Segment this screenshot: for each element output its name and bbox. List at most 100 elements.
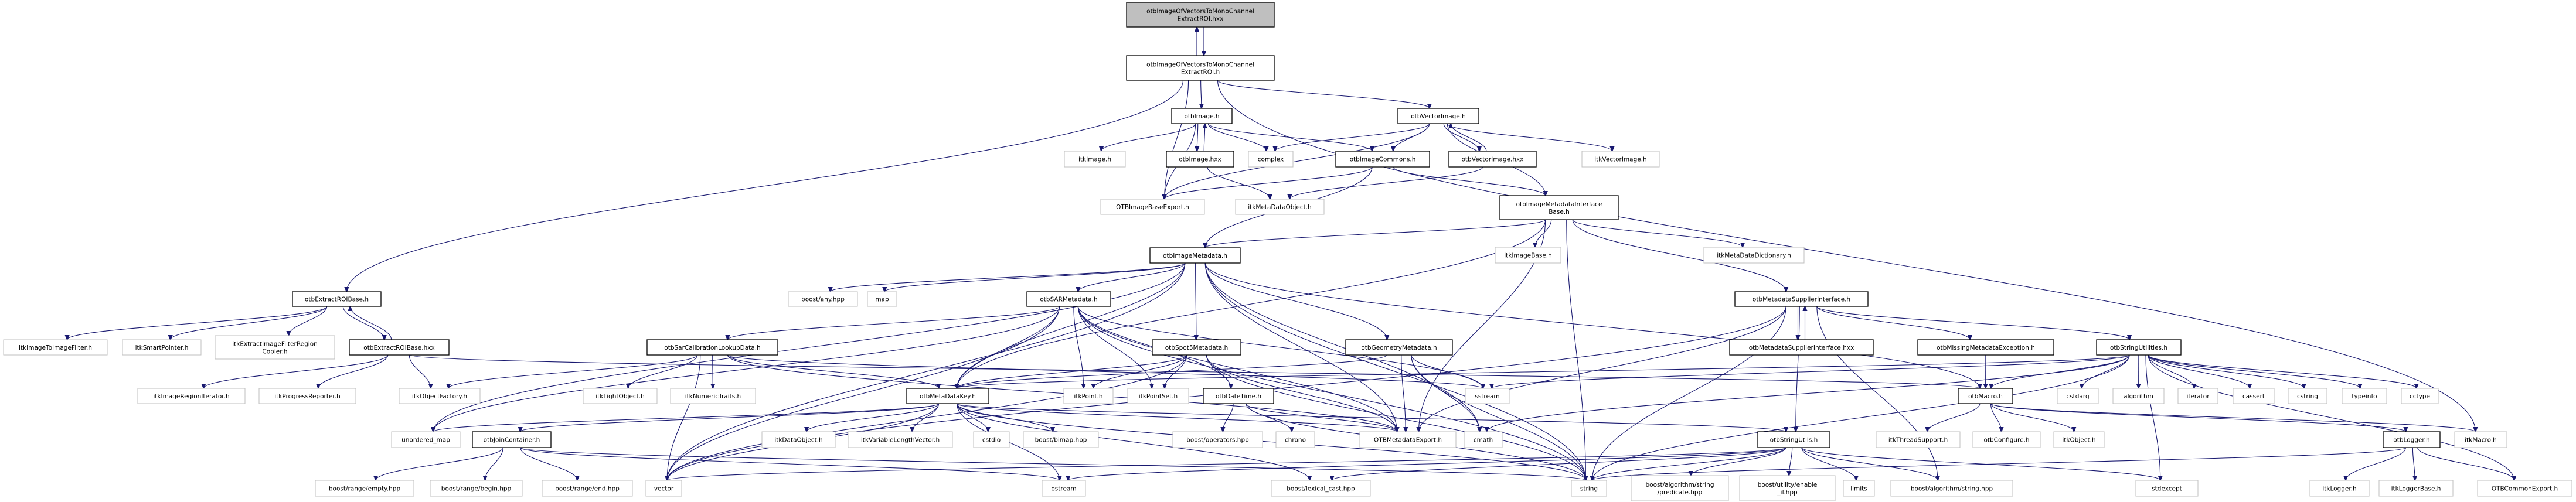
- node-label: otbMetaDataKey.h: [920, 393, 976, 400]
- edge-otbmacro-h-to-otbconfigure-h: [1990, 403, 2002, 432]
- edge-otbextractroibase-h-to-itksmartpointer-h: [171, 306, 328, 340]
- graph-node-root[interactable]: otbImageOfVectorsToMonoChannelExtractROI…: [1126, 2, 1275, 28]
- graph-node-otbgeometrymetadata-h[interactable]: otbGeometryMetadata.h: [1345, 339, 1453, 356]
- edge-otbimage-h-to-itkimage-h: [1101, 123, 1196, 151]
- graph-node-itkmetadatadictionary-h: itkMetaDataDictionary.h: [1703, 247, 1805, 264]
- node-box: [1335, 151, 1430, 168]
- edge-otbmetadatasupplierinterface-h-to-string: [1592, 306, 1786, 480]
- node-box: [1734, 291, 1869, 307]
- edge-otbsarcalibrationlookupdata-h-to-otbmetadatakey-h: [727, 354, 938, 388]
- edge-otbextractroibase-hxx-to-itkprogressreporter-h: [318, 354, 389, 388]
- edge-otbsarmetadata-h-to-unordered-map: [433, 306, 1060, 432]
- graph-node-limits: limits: [1843, 480, 1875, 497]
- edge-otbstringutilities-h-to-sstream: [1492, 354, 2130, 388]
- node-label: ExtractROI.hxx: [1178, 16, 1224, 23]
- edge-otbimagemetadata-h-to-string: [1204, 262, 1585, 480]
- edge-otbmetadatakey-h-to-itkdataobject-h: [807, 403, 940, 432]
- edge-otbstringutilities-h-to-cctype: [2148, 354, 2417, 388]
- node-label: /predicate.hpp: [1658, 489, 1703, 496]
- graph-node-otbmetadatakey-h[interactable]: otbMetaDataKey.h: [906, 388, 989, 404]
- graph-node-otbvectorimage-hxx[interactable]: otbVectorImage.hxx: [1448, 151, 1537, 168]
- edge-otbstringutilities-h-to-otbcommonexport-h: [2148, 354, 2514, 480]
- node-box: [973, 431, 1010, 448]
- graph-node-cstring: cstring: [2288, 388, 2327, 404]
- node-box: [1465, 388, 1510, 404]
- graph-node-otbjoincontainer-h[interactable]: otbJoinContainer.h: [472, 431, 552, 448]
- edge-otbstringutilities-h-to-otbmacro-h: [1991, 354, 2130, 388]
- graph-node-otbconfigure-h: otbConfigure.h: [1972, 431, 2041, 448]
- node-label: boost/any.hpp: [801, 296, 845, 303]
- graph-node-otbvectorimage-h[interactable]: otbVectorImage.h: [1397, 108, 1479, 124]
- node-label: itkVariableLengthVector.h: [861, 437, 940, 444]
- node-label: ostream: [1051, 486, 1076, 493]
- graph-node-otbextractroibase-hxx[interactable]: otbExtractROIBase.hxx: [349, 339, 450, 356]
- graph-node-otbimagemetadata-h[interactable]: otbImageMetadata.h: [1149, 247, 1241, 264]
- graph-node-otbmetadatasupplierinterface-h[interactable]: otbMetadataSupplierInterface.h: [1734, 291, 1869, 307]
- edge-otblogger-h-to-itkloggerbase-h: [2412, 447, 2415, 480]
- edge-otbstringutilities-h-to-cassert: [2148, 354, 2250, 388]
- graph-node-otbimage-hxx[interactable]: otbImage.hxx: [1166, 151, 1234, 168]
- node-box: [122, 339, 202, 356]
- node-box: [430, 480, 523, 497]
- edge-otbextractroibase-h-to-itkextractimagefilterregioncopier-h: [289, 306, 328, 336]
- graph-node-otbsarmetadata-h[interactable]: otbSARMetadata.h: [1026, 291, 1111, 307]
- node-box: [1729, 339, 1874, 356]
- graph-node-roi-h[interactable]: otbImageOfVectorsToMonoChannelExtractROI…: [1126, 55, 1275, 81]
- graph-node-itklightobject-h: itkLightObject.h: [583, 388, 658, 404]
- graph-node-otbstringutilities-h[interactable]: otbStringUtilities.h: [2096, 339, 2182, 356]
- edge-otbstringutils-h-to-ostream: [1068, 447, 1786, 480]
- graph-node-otbstringutils-h[interactable]: otbStringUtils.h: [1757, 431, 1830, 448]
- node-label: otbConfigure.h: [1983, 437, 2029, 444]
- edge-otbgeometrymetadata-h-to-otbmetadataexport-h: [1401, 354, 1406, 432]
- graph-node-itkvariablelengthvector-h: itkVariableLengthVector.h: [848, 431, 953, 448]
- node-label: stdexcept: [2152, 486, 2182, 493]
- node-box: [1172, 431, 1263, 448]
- node-box: [646, 339, 778, 356]
- edge-otbsarmetadata-h-to-otbmetadatakey-h: [957, 306, 1060, 388]
- edge-otbextractroibase-h-to-otbextractroibase-hxx: [342, 306, 384, 340]
- edge-otbjoincontainer-h-to-boost-range-empty: [376, 447, 503, 480]
- graph-node-otbmetadatasupplierinterface-hxx[interactable]: otbMetadataSupplierInterface.hxx: [1729, 339, 1874, 356]
- graph-node-otbimagecommons-h[interactable]: otbImageCommons.h: [1335, 151, 1430, 168]
- graph-node-otbmissingmetadataexception-h[interactable]: otbMissingMetadataException.h: [1917, 339, 2054, 356]
- graph-node-otbmacro-h[interactable]: otbMacro.h: [1958, 388, 2013, 404]
- node-label: boost/lexical_cast.hpp: [1287, 486, 1355, 493]
- edge-otbsarmetadata-h-to-otbsarcalibrationlookupdata-h: [727, 306, 1060, 340]
- edge-otbstringutilities-h-to-cmath: [1487, 354, 2130, 432]
- node-box: [1126, 55, 1275, 81]
- graph-node-boost-any: boost/any.hpp: [788, 291, 858, 307]
- edge-otbmetadatakey-h-to-unordered-map: [433, 403, 940, 432]
- node-box: [867, 291, 897, 307]
- node-box: [1127, 388, 1189, 404]
- edge-otbdatetime-h-to-boost-operators: [1223, 403, 1234, 432]
- edge-otbstringutilities-h-to-string: [1592, 354, 2130, 480]
- node-box: [1843, 480, 1875, 497]
- node-box: [1464, 431, 1503, 448]
- edge-otbmetadatakey-h-to-boost-bimap: [956, 403, 1053, 432]
- graph-node-itkobjectfactory-h: itkObjectFactory.h: [399, 388, 481, 404]
- node-label: Copier.h: [262, 349, 287, 356]
- node-label: otbImageMetadata.h: [1163, 252, 1227, 259]
- graph-node-itknumerictraits-h: itkNumericTraits.h: [670, 388, 756, 404]
- graph-node-cctype: cctype: [2401, 388, 2439, 404]
- graph-node-itkpoint-h: itkPoint.h: [1063, 388, 1114, 404]
- node-box: [3, 339, 108, 356]
- graph-node-otbsarcalibrationlookupdata-h[interactable]: otbSarCalibrationLookupData.h: [646, 339, 778, 356]
- node-box: [670, 388, 756, 404]
- node-label: boost/bimap.hpp: [1035, 437, 1087, 444]
- graph-node-otblogger-h[interactable]: otbLogger.h: [2383, 431, 2441, 448]
- edge-otbimagemetadata-h-to-otbsarmetadata-h: [1078, 262, 1186, 292]
- node-label: itkThreadSupport.h: [1888, 437, 1948, 444]
- node-box: [2233, 388, 2275, 404]
- graph-node-boost-bimap: boost/bimap.hpp: [1023, 431, 1099, 448]
- edge-otbimage-hxx-to-otbimage-h: [1204, 124, 1205, 152]
- graph-node-otbextractroibase-h[interactable]: otbExtractROIBase.h: [292, 291, 382, 307]
- graph-node-string: string: [1571, 480, 1607, 497]
- node-box: [1235, 199, 1325, 215]
- node-label: cmath: [1474, 437, 1493, 444]
- node-label: itkPointSet.h: [1139, 393, 1178, 400]
- graph-node-otbimage-h[interactable]: otbImage.h: [1171, 108, 1233, 124]
- graph-node-otbdatetime-h[interactable]: otbDateTime.h: [1203, 388, 1274, 404]
- graph-node-otbspot5metadata-h[interactable]: otbSpot5Metadata.h: [1152, 339, 1241, 356]
